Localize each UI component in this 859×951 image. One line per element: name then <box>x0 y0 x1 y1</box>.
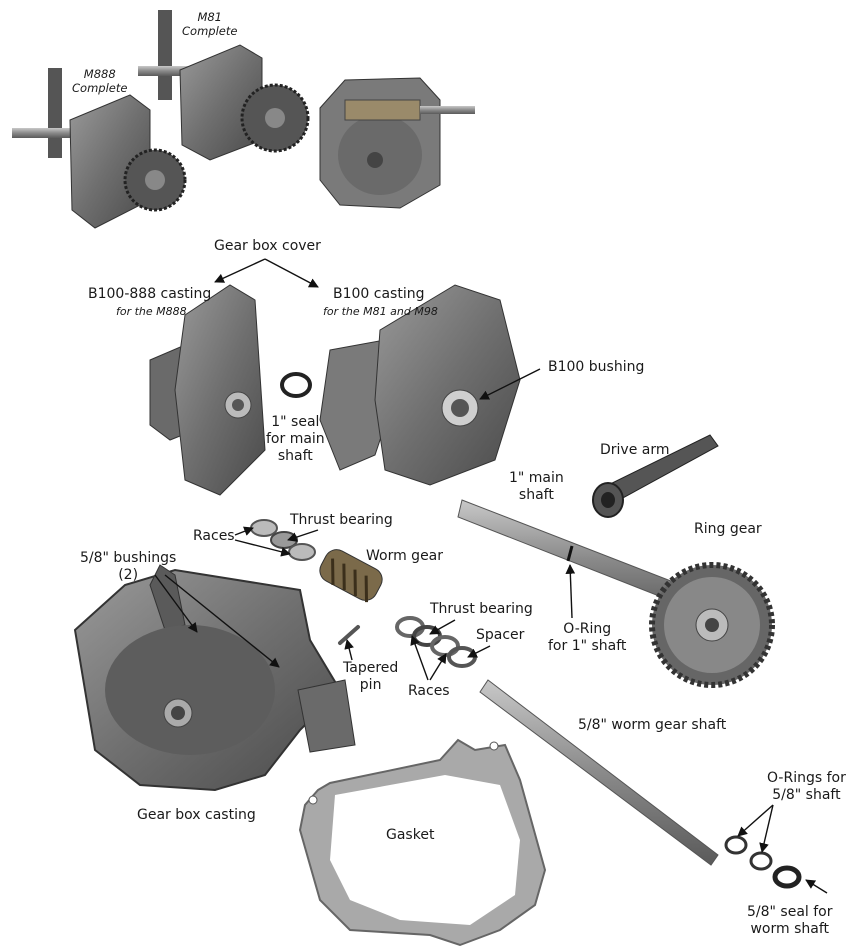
spacer-label: Spacer <box>476 627 525 643</box>
gasket <box>298 738 547 947</box>
b100-bushing-label: B100 bushing <box>548 359 645 375</box>
races-mid-label: Races <box>408 683 450 699</box>
races-thrust-bearing-spacer-mid <box>395 616 477 668</box>
m888-complete-assembly <box>12 68 187 229</box>
thrust-bearing-mid-label: Thrust bearing <box>430 601 533 617</box>
gear-box-casting-label: Gear box casting <box>137 807 256 823</box>
worm-gear-label: Worm gear <box>366 548 444 564</box>
o-rings-worm-shaft <box>724 835 802 889</box>
b100-888-casting-label: B100-888 casting <box>88 286 212 302</box>
b100-cover <box>319 284 521 486</box>
leader-arrows <box>154 258 828 894</box>
main-shaft-seal <box>280 372 312 398</box>
open-gearbox-photo <box>319 77 475 209</box>
worm-gear <box>319 549 383 603</box>
worm-gear-shaft-label: 5/8" worm gear shaft <box>578 717 727 733</box>
bushings-58-label: 5/8" bushings(2) <box>80 550 177 583</box>
b100-888-casting-sub: for the M888 <box>116 305 187 318</box>
gear-box-cover-label: Gear box cover <box>214 238 321 254</box>
b100-casting-sub: for the M81 and M98 <box>323 305 438 318</box>
gear-box-casting <box>73 564 356 792</box>
gasket-label: Gasket <box>386 827 435 843</box>
worm-gear-shaft <box>479 679 719 866</box>
ring-gear-label: Ring gear <box>694 521 762 537</box>
drive-arm <box>592 434 719 518</box>
tapered-pin <box>338 625 360 645</box>
b100-casting-label: B100 casting <box>333 286 425 302</box>
m81-complete-assembly <box>138 10 310 161</box>
drive-arm-label: Drive arm <box>600 442 670 458</box>
thrust-bearing-top-label: Thrust bearing <box>290 512 393 528</box>
ring-gear <box>649 562 775 688</box>
races-top-label: Races <box>193 528 235 544</box>
b100-888-cover <box>149 284 266 496</box>
